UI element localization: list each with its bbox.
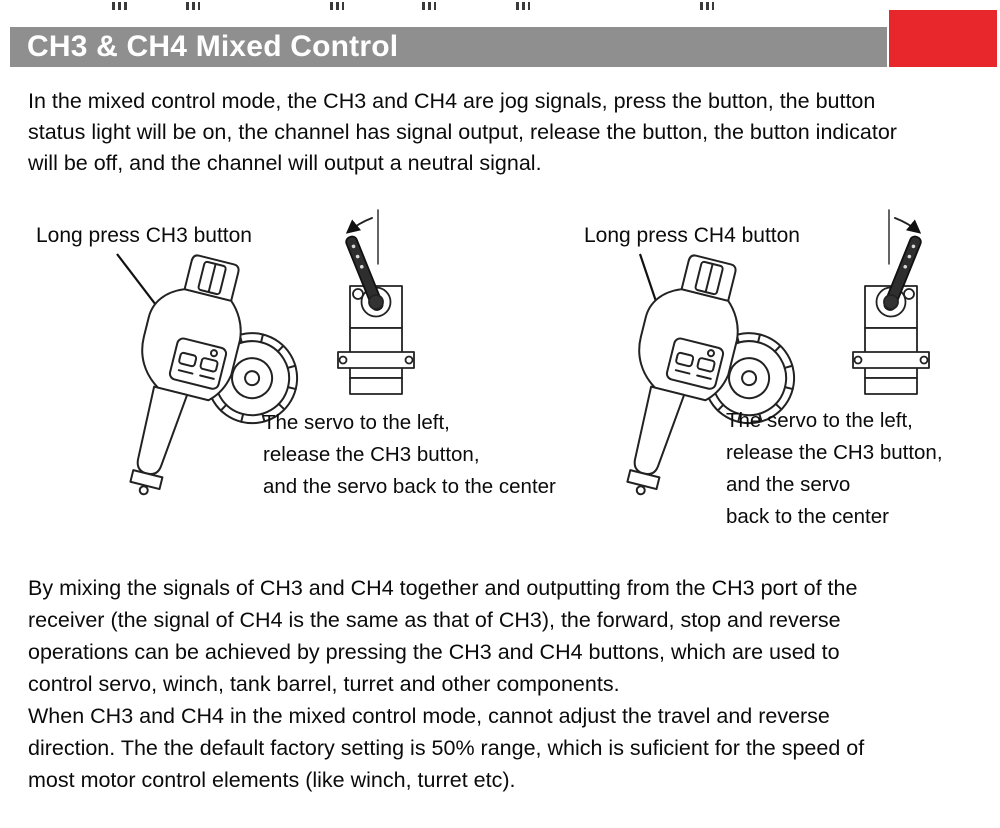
caption-line: The servo to the left, xyxy=(726,409,913,432)
transmitter-illustration-left xyxy=(129,254,299,496)
body-line: direction. The the default factory setti… xyxy=(28,736,865,760)
servo-illustration-right xyxy=(852,209,930,395)
status-light xyxy=(209,349,218,358)
caption-line: and the servo back to the center xyxy=(263,475,556,498)
caption-left: The servo to the left, release the CH3 b… xyxy=(263,407,556,503)
caption-right: The servo to the left, release the CH3 b… xyxy=(726,405,943,533)
servo-bottom-case xyxy=(349,377,403,395)
cropped-text-remnant xyxy=(422,2,436,10)
servo-arm xyxy=(345,235,384,311)
servo-hub-screw xyxy=(883,294,899,310)
transmitter-body xyxy=(626,254,739,496)
cropped-text-remnant xyxy=(700,2,714,10)
body-line: By mixing the signals of CH3 and CH4 tog… xyxy=(28,576,858,600)
caption-line: release the CH3 button, xyxy=(263,443,480,466)
servo-illustration-left xyxy=(337,209,415,395)
intro-paragraph: In the mixed control mode, the CH3 and C… xyxy=(28,86,897,179)
grip xyxy=(633,385,686,476)
servo-bottom-case xyxy=(864,377,918,395)
paragraph-travel-note: When CH3 and CH4 in the mixed control mo… xyxy=(28,700,864,796)
rotation-arrow xyxy=(345,217,373,234)
label-long-press-ch3: Long press CH3 button xyxy=(36,224,252,247)
servo-hub-screw xyxy=(368,294,384,310)
intro-line: status light will be on, the channel has… xyxy=(28,120,897,144)
ch3-button xyxy=(675,351,695,368)
paragraph-mixing: By mixing the signals of CH3 and CH4 tog… xyxy=(28,572,864,700)
caption-line: and the servo xyxy=(726,473,851,496)
body-line: operations can be achieved by pressing t… xyxy=(28,640,840,664)
body-line: control servo, winch, tank barrel, turre… xyxy=(28,672,620,696)
transmitter-body xyxy=(129,254,242,496)
caption-line: release the CH3 button, xyxy=(726,441,943,464)
cropped-text-remnant xyxy=(112,2,129,10)
rotation-arrow xyxy=(894,217,922,234)
grip xyxy=(136,385,189,476)
caption-line: The servo to the left, xyxy=(263,411,450,434)
servo-arm xyxy=(883,235,922,311)
cropped-text-remnant xyxy=(186,2,200,10)
body-text: By mixing the signals of CH3 and CH4 tog… xyxy=(28,572,864,796)
label-long-press-ch4: Long press CH4 button xyxy=(584,224,800,247)
mounting-flange xyxy=(852,351,930,369)
transmitter-illustration-right xyxy=(626,254,796,496)
ch4-button xyxy=(199,357,219,373)
header-bar: CH3 & CH4 Mixed Control xyxy=(10,27,887,67)
cropped-text-remnant xyxy=(330,2,344,10)
mounting-flange xyxy=(337,351,415,369)
page-title: CH3 & CH4 Mixed Control xyxy=(27,30,399,63)
status-light xyxy=(706,349,715,358)
caption-line: back to the center xyxy=(726,505,889,528)
header-accent-block xyxy=(889,10,997,67)
ch3-button xyxy=(178,351,198,368)
body-line: receiver (the signal of CH4 is the same … xyxy=(28,608,841,632)
cropped-text-remnant xyxy=(516,2,530,10)
intro-line: will be off, and the channel will output… xyxy=(28,151,542,175)
body-line: most motor control elements (like winch,… xyxy=(28,768,516,792)
intro-line: In the mixed control mode, the CH3 and C… xyxy=(28,89,876,113)
ch4-button xyxy=(696,357,716,373)
body-line: When CH3 and CH4 in the mixed control mo… xyxy=(28,704,830,728)
